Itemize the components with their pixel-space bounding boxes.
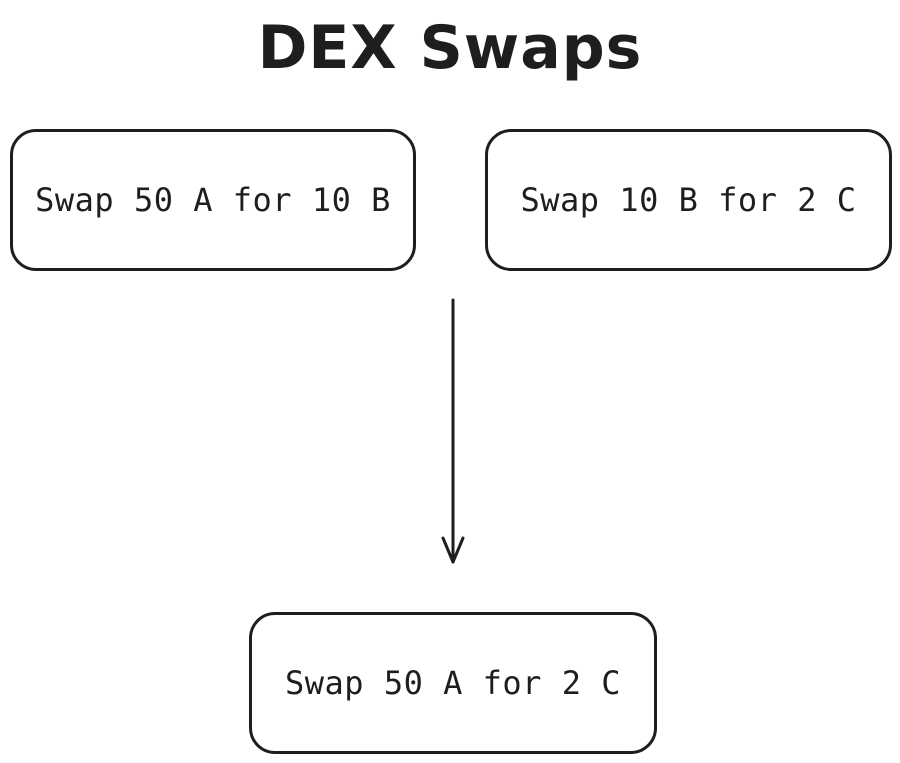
swap-box-a-to-c: Swap 50 A for 2 C bbox=[249, 612, 657, 754]
swap-box-label: Swap 50 A for 2 C bbox=[284, 664, 621, 702]
arrow-head bbox=[441, 536, 465, 564]
down-arrow bbox=[441, 298, 465, 564]
swap-box-label: Swap 10 B for 2 C bbox=[520, 181, 857, 219]
swap-box-b-to-c: Swap 10 B for 2 C bbox=[485, 129, 892, 271]
swap-box-label: Swap 50 A for 10 B bbox=[35, 181, 391, 219]
swap-box-a-to-b: Swap 50 A for 10 B bbox=[10, 129, 416, 271]
diagram-title: DEX Swaps bbox=[257, 13, 643, 83]
